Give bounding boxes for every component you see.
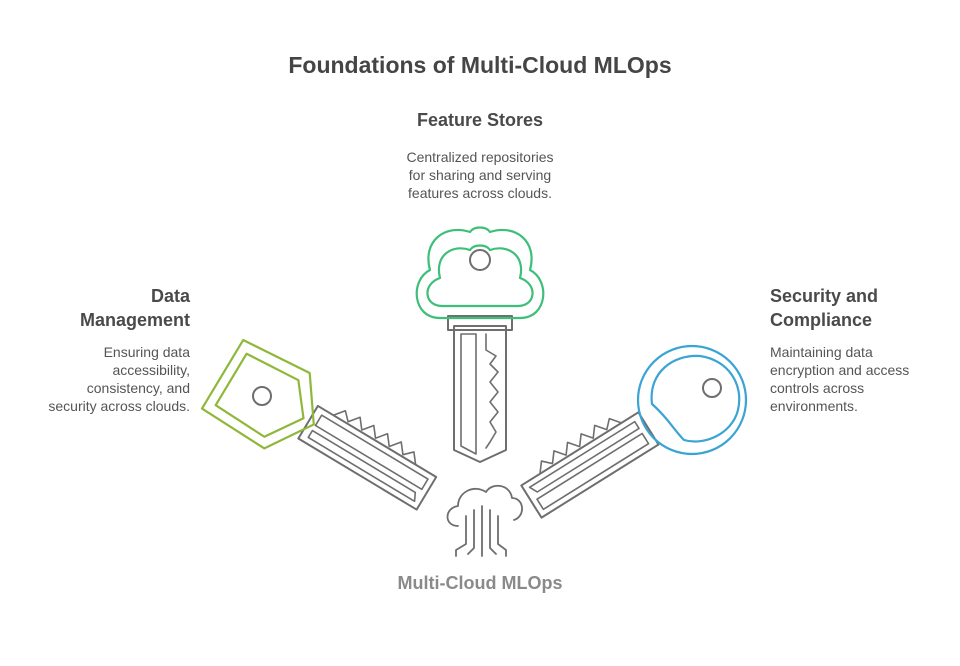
round-key-icon xyxy=(520,344,748,519)
diagram-title: Foundations of Multi-Cloud MLOps xyxy=(288,52,672,78)
data-management-description: Ensuring data accessibility, consistency… xyxy=(48,344,190,414)
data-management-heading: Data Management xyxy=(79,286,190,330)
feature-stores-heading: Feature Stores xyxy=(416,110,544,130)
cloud-circuit-icon xyxy=(446,484,523,557)
pentagon-key-icon xyxy=(200,338,438,511)
center-label: Multi-Cloud MLOps xyxy=(397,573,563,593)
cloud-key-icon xyxy=(415,226,545,463)
feature-stores-description: Centralized repositories for sharing and… xyxy=(406,149,554,201)
security-compliance-heading: Security and Compliance xyxy=(770,286,879,330)
security-compliance-description: Maintaining data encryption and access c… xyxy=(770,344,910,414)
